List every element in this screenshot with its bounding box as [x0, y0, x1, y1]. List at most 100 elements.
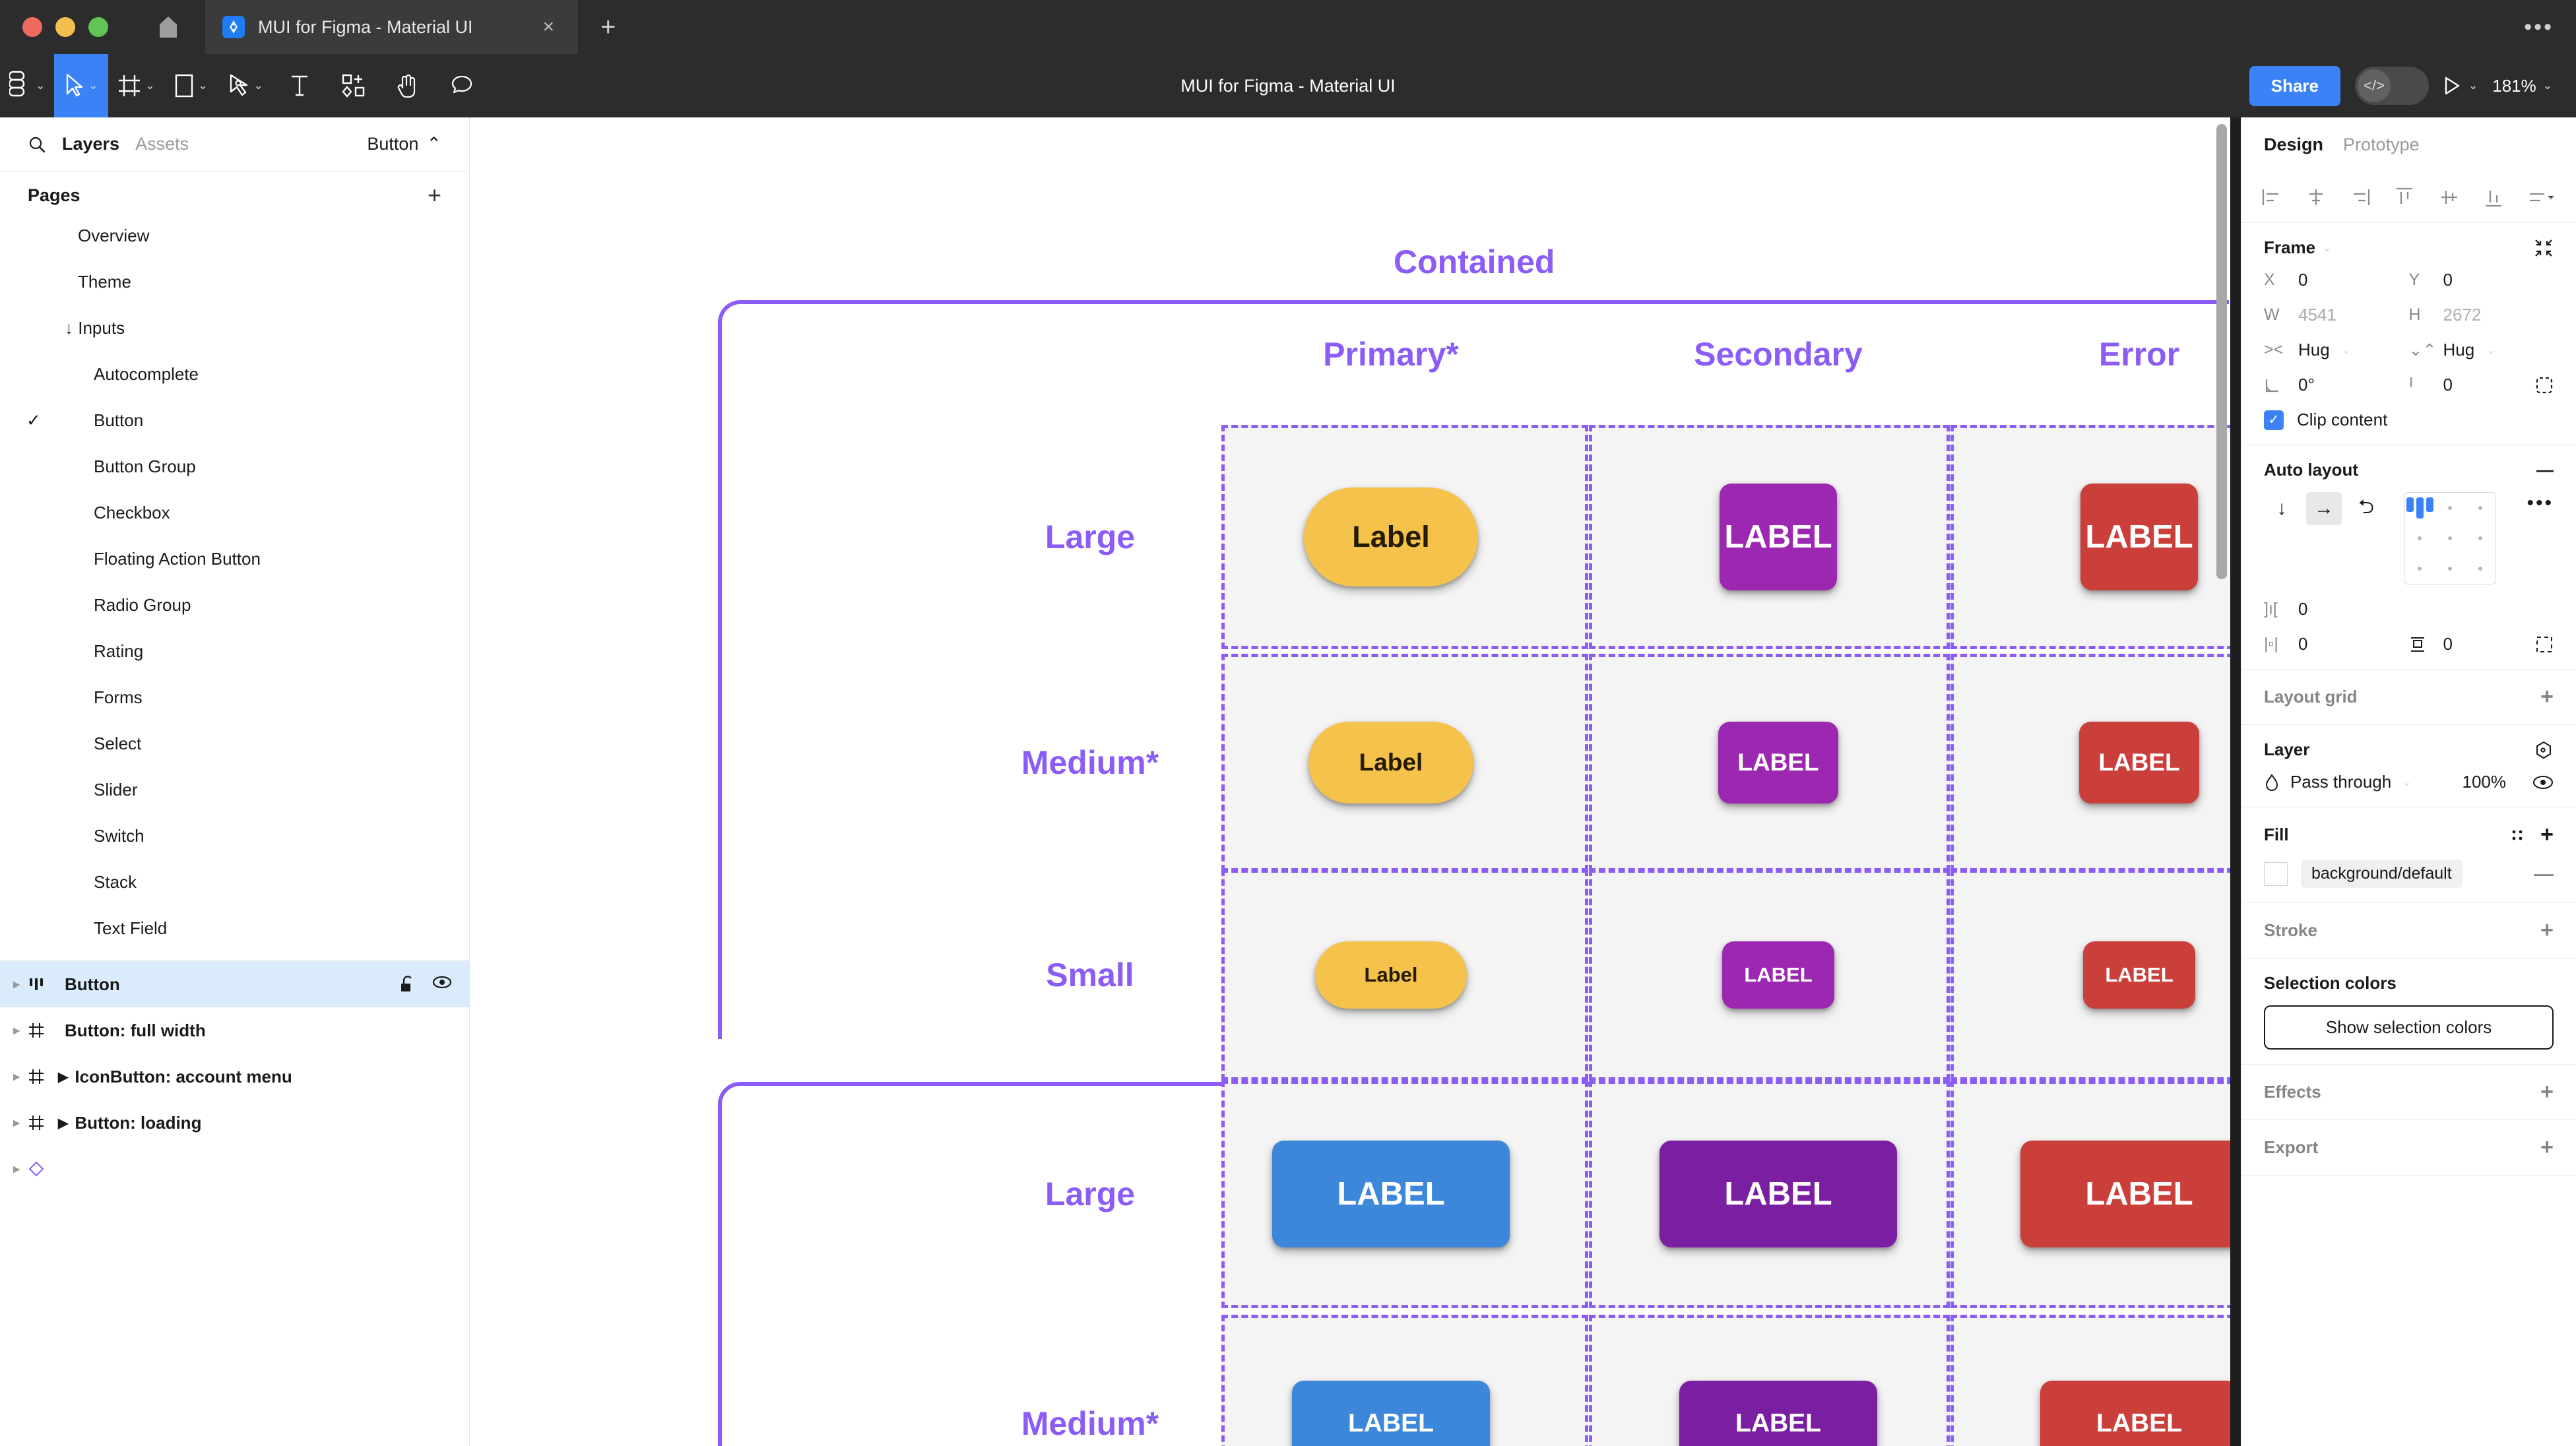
share-button[interactable]: Share [2249, 65, 2340, 106]
layer-settings-icon[interactable] [2534, 740, 2554, 760]
breadcrumb[interactable]: Button ⌃ [367, 134, 441, 154]
align-right-icon[interactable] [2350, 187, 2371, 208]
chevron-down-icon[interactable]: ⌄ [2322, 241, 2332, 254]
page-item-text-field[interactable]: Text Field [0, 905, 469, 951]
add-fill-button[interactable]: + [2540, 822, 2554, 847]
align-top-icon[interactable] [2394, 187, 2415, 208]
auto-layout-gap-field[interactable]: ]ı[ 0 [2264, 599, 2409, 619]
canvas-button[interactable]: LABEL [2079, 722, 2199, 803]
page-item-button-group[interactable]: Button Group [0, 443, 469, 489]
canvas-scrollbar[interactable] [2216, 124, 2227, 579]
expand-caret-icon[interactable]: ▸ [13, 1116, 20, 1130]
remove-auto-layout-button[interactable]: — [2536, 460, 2554, 480]
canvas-button[interactable]: Label [1308, 722, 1473, 803]
direction-vertical-button[interactable]: ↓ [2276, 497, 2287, 519]
page-item-floating-action-button[interactable]: Floating Action Button [0, 536, 469, 582]
frame-w-field[interactable]: W 4541 [2264, 305, 2409, 325]
padding-vertical-field[interactable]: 0 [2409, 634, 2554, 654]
collapse-icon[interactable] [2534, 238, 2554, 258]
canvas-button[interactable]: LABEL [1659, 1141, 1897, 1247]
layer-row[interactable]: ▸Button: full width [0, 1007, 469, 1053]
direction-wrap-button[interactable]: ⮌ [2358, 495, 2375, 518]
canvas-button[interactable]: LABEL [1292, 1381, 1490, 1446]
figma-canvas[interactable]: Contained Primary*SecondaryErrorWarningL… [470, 117, 2230, 1446]
tab-assets[interactable]: Assets [135, 134, 189, 154]
align-vertical-center-icon[interactable] [2439, 187, 2460, 208]
present-button[interactable]: ⌄ [2443, 76, 2478, 96]
page-item-select[interactable]: Select [0, 720, 469, 767]
canvas-button[interactable]: Label [1315, 941, 1467, 1009]
minimize-window-button[interactable] [55, 17, 75, 37]
close-tab-button[interactable]: × [542, 16, 554, 38]
add-layout-grid-button[interactable]: + [2540, 684, 2554, 709]
tool-text[interactable] [273, 54, 327, 117]
add-page-button[interactable]: + [427, 181, 441, 208]
canvas-button[interactable]: LABEL [2080, 484, 2198, 590]
align-left-icon[interactable] [2261, 187, 2282, 208]
canvas-button[interactable]: LABEL [2083, 941, 2195, 1009]
tool-frame[interactable]: ⌄ [108, 54, 164, 117]
align-bottom-icon[interactable] [2483, 187, 2504, 208]
maximize-window-button[interactable] [88, 17, 108, 37]
tool-main-menu[interactable]: ⌄ [0, 54, 54, 117]
vertical-resizing-select[interactable]: ⌄⌃ Hug ⌄ [2409, 340, 2554, 360]
auto-layout-more-button[interactable]: ••• [2527, 492, 2554, 514]
frame-y-field[interactable]: Y 0 [2409, 270, 2554, 290]
canvas-button[interactable]: LABEL [1720, 484, 1837, 590]
canvas-button[interactable]: LABEL [1679, 1381, 1877, 1446]
align-horizontal-center-icon[interactable] [2305, 187, 2327, 208]
add-stroke-button[interactable]: + [2540, 918, 2554, 943]
tab-design[interactable]: Design [2264, 134, 2324, 154]
page-item-forms[interactable]: Forms [0, 674, 469, 720]
page-item-slider[interactable]: Slider [0, 767, 469, 813]
eye-icon[interactable] [432, 975, 452, 993]
expand-caret-icon[interactable]: ▸ [13, 1162, 20, 1176]
canvas-button[interactable]: LABEL [1718, 722, 1838, 803]
rotation-field[interactable]: 0° [2264, 375, 2409, 395]
eye-icon[interactable] [2532, 774, 2554, 790]
tool-resources[interactable] [327, 54, 381, 117]
page-item-checkbox[interactable]: Checkbox [0, 489, 469, 536]
clip-content-row[interactable]: ✓ Clip content [2264, 410, 2554, 430]
canvas-button[interactable]: LABEL [2040, 1381, 2230, 1446]
tab-prototype[interactable]: Prototype [2343, 134, 2420, 154]
canvas-button[interactable]: LABEL [1272, 1141, 1510, 1247]
fill-style-name[interactable]: background/default [2301, 860, 2463, 888]
fill-color-swatch[interactable] [2264, 862, 2288, 886]
search-icon[interactable] [28, 135, 46, 154]
tool-shape[interactable]: ⌄ [164, 54, 218, 117]
fill-item[interactable]: background/default — [2264, 860, 2554, 888]
unlock-icon[interactable] [399, 975, 416, 993]
tab-layers[interactable]: Layers [62, 134, 120, 154]
page-item-theme[interactable]: Theme [0, 259, 469, 305]
clip-content-checkbox[interactable]: ✓ [2264, 410, 2284, 430]
browser-tab[interactable]: MUI for Figma - Material UI × [205, 0, 578, 54]
layer-row[interactable]: ▸▶IconButton: account menu [0, 1053, 469, 1100]
individual-padding-icon[interactable] [2535, 635, 2554, 654]
tool-move[interactable]: ⌄ [54, 54, 109, 117]
dev-mode-toggle[interactable]: </> [2355, 67, 2429, 105]
canvas-button[interactable]: Label [1304, 487, 1478, 586]
frame-h-field[interactable]: H 2672 [2409, 305, 2554, 325]
frame-x-field[interactable]: X 0 [2264, 270, 2409, 290]
layer-row[interactable]: ▸Button [0, 961, 469, 1007]
distribute-icon[interactable] [2527, 187, 2556, 208]
tool-comment[interactable] [435, 54, 489, 117]
zoom-control[interactable]: 181% ⌄ [2492, 76, 2552, 96]
page-item-inputs[interactable]: ↓ Inputs [0, 305, 469, 351]
page-item-stack[interactable]: Stack [0, 859, 469, 905]
tool-pen[interactable]: ⌄ [218, 54, 273, 117]
browser-overflow-menu[interactable]: ••• [2524, 14, 2554, 40]
page-item-overview[interactable]: Overview [0, 212, 469, 259]
canvas-button[interactable]: LABEL [2020, 1141, 2230, 1247]
tool-hand[interactable] [381, 54, 435, 117]
home-button[interactable] [131, 0, 205, 54]
independent-corners-icon[interactable] [2535, 376, 2554, 394]
padding-horizontal-field[interactable]: |▫| 0 [2264, 634, 2409, 654]
expand-caret-icon[interactable]: ▸ [13, 1069, 20, 1084]
style-dots-icon[interactable] [2509, 827, 2526, 844]
canvas-button[interactable]: LABEL [1722, 941, 1834, 1009]
new-tab-button[interactable]: + [600, 13, 616, 42]
add-export-button[interactable]: + [2540, 1135, 2554, 1160]
show-selection-colors-button[interactable]: Show selection colors [2264, 1005, 2554, 1050]
